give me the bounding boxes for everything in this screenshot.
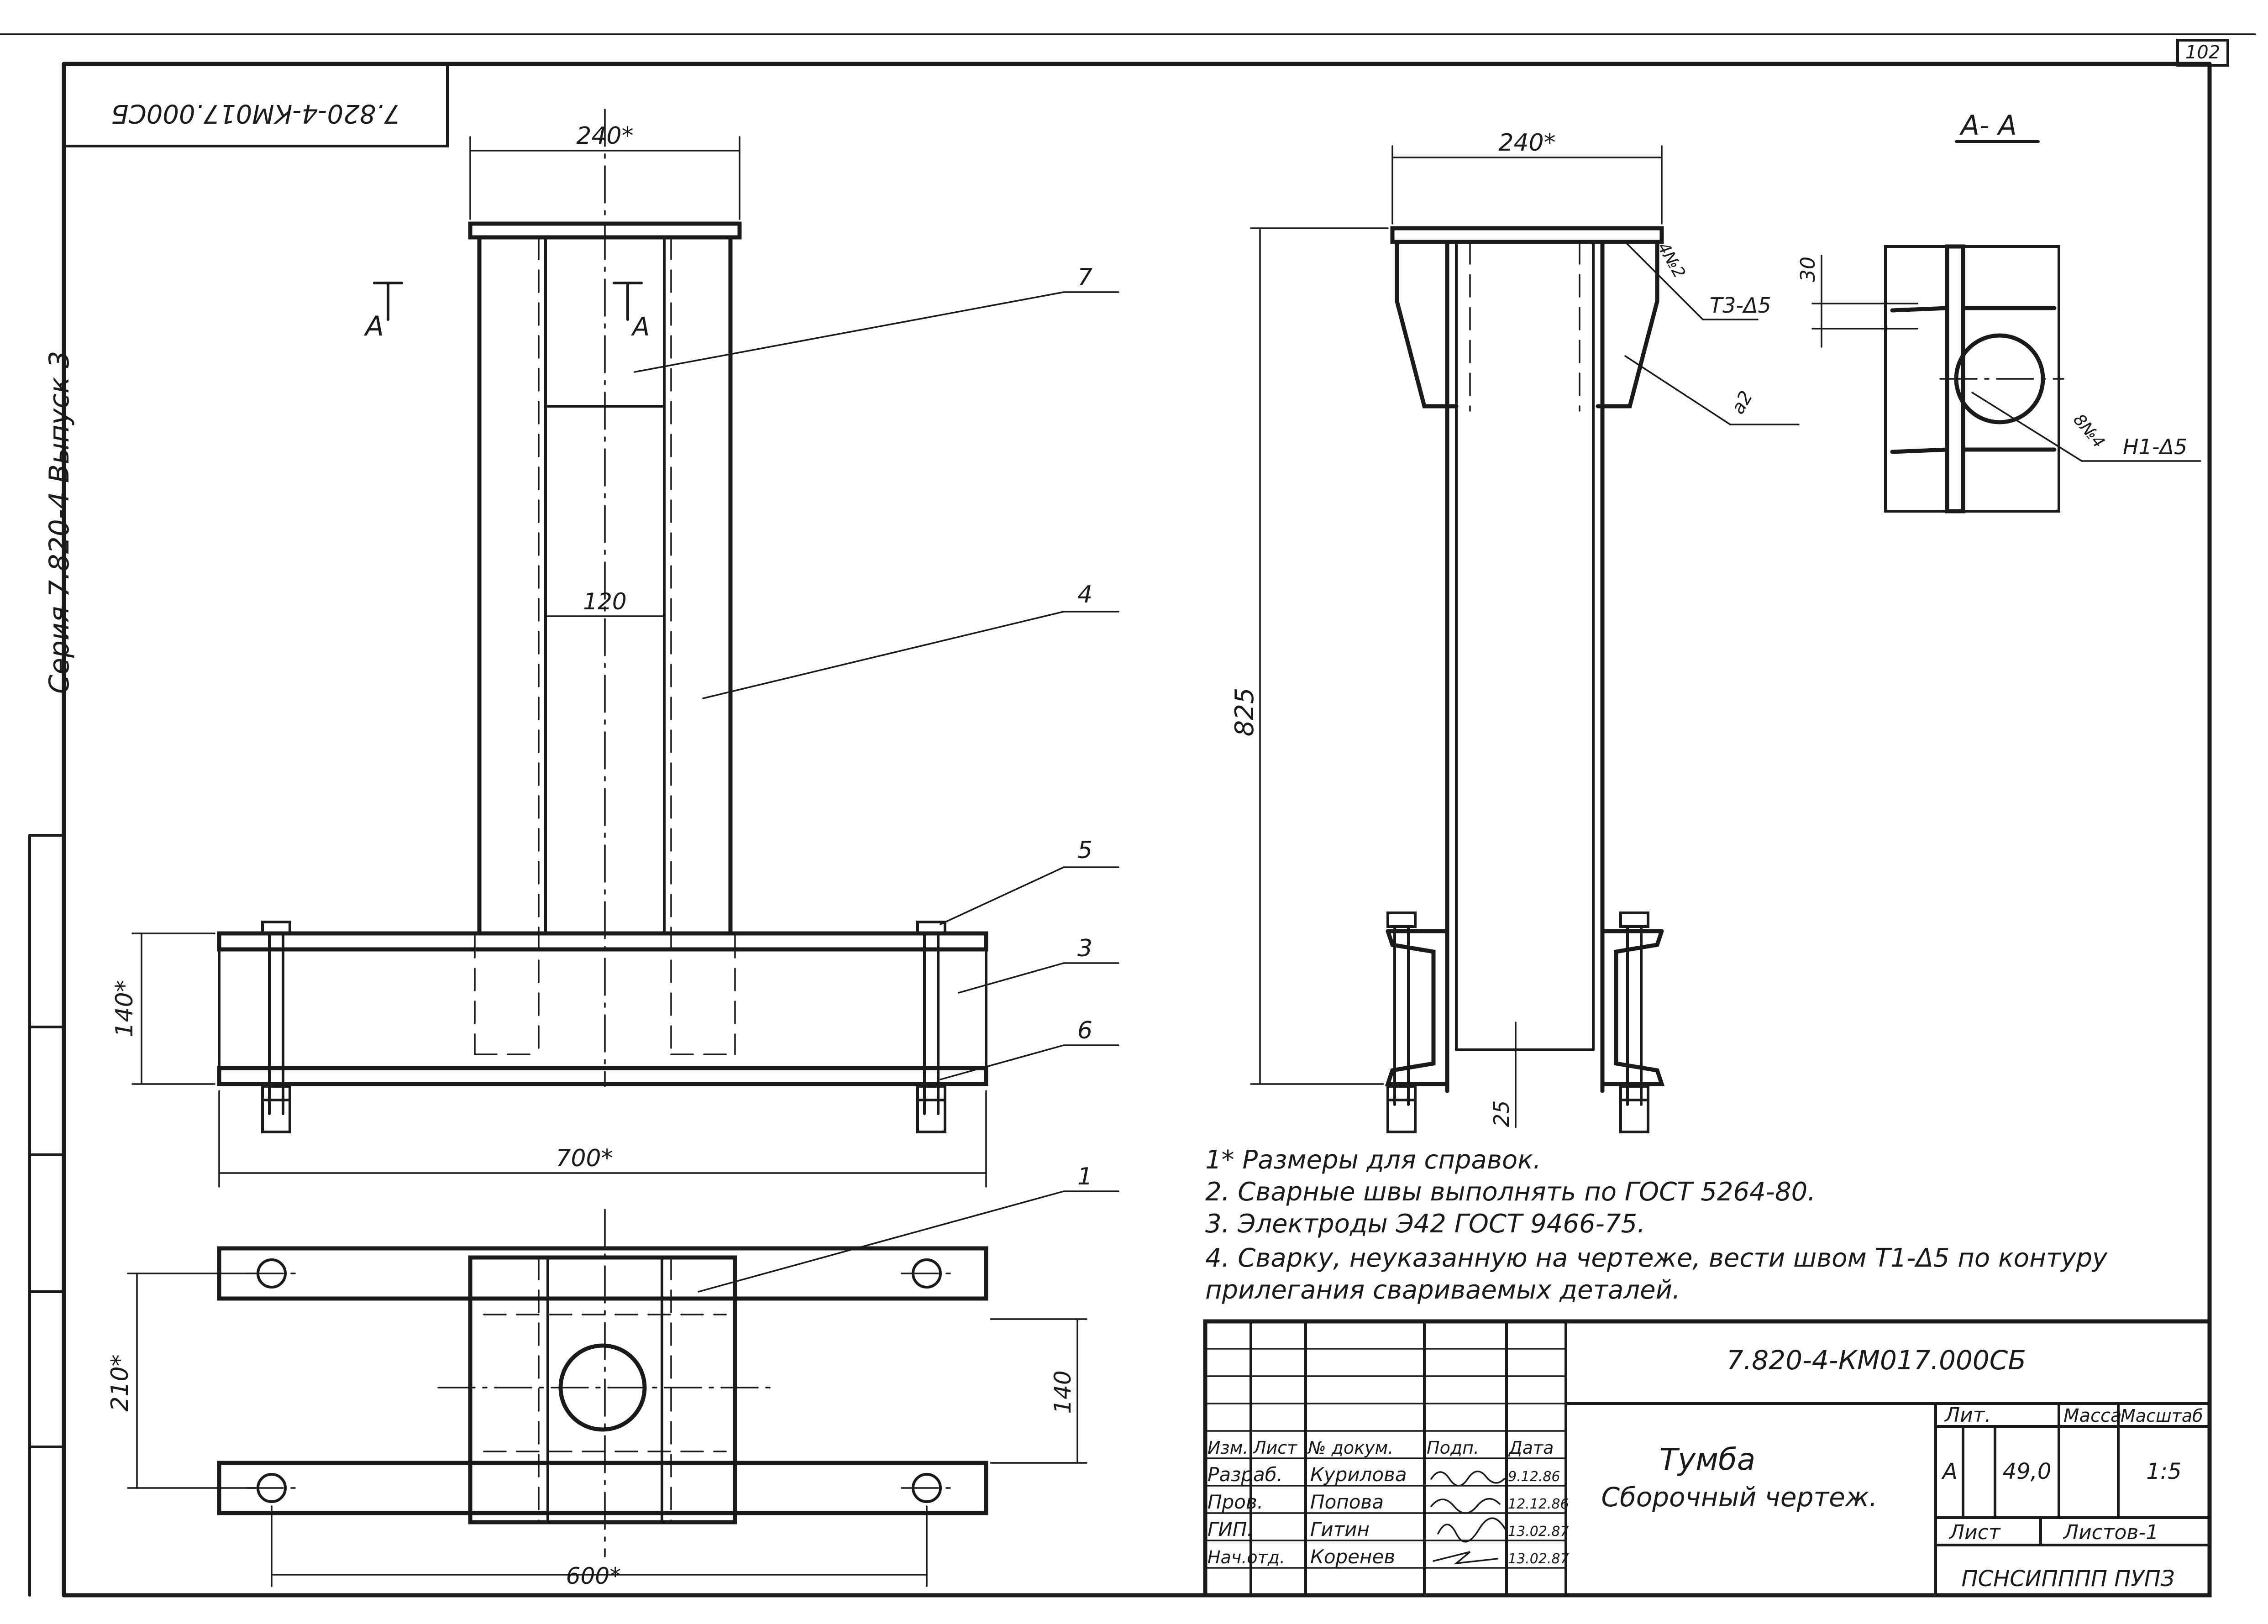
dim-plan-bolt-spacing: 140 <box>1050 1370 1076 1414</box>
svg-text:А: А <box>363 310 384 342</box>
tb-person-0: Курилова <box>1310 1463 1407 1486</box>
series-label: Серия 7.820-4 Выпуск 3 <box>43 351 75 694</box>
section-title: А- А <box>1959 110 2017 141</box>
weld-label-n1: Н1-Δ5 <box>2123 435 2187 459</box>
tb-subname: Сборочный чертеж. <box>1601 1482 1877 1513</box>
dim-total-height: 825 <box>1230 688 1260 737</box>
dim-plan-bolt-length: 600* <box>566 1563 621 1589</box>
tb-scale-label: Масштаб <box>2121 1406 2203 1426</box>
signatures <box>1430 1471 1507 1565</box>
tb-scale-value: 1:5 <box>2146 1459 2181 1484</box>
dim-base-length: 700* <box>556 1145 613 1172</box>
tb-date-1: 12.12.86 <box>1508 1496 1569 1512</box>
anchor-bolt-left <box>261 921 291 1133</box>
section-a-a: А- А 30 Н1-Δ5 8№4 <box>1796 110 2201 513</box>
note-1: 1* Размеры для справок. <box>1205 1145 1541 1175</box>
tb-col-sign: Подп. <box>1427 1438 1479 1458</box>
tb-lit-value: А <box>1941 1459 1958 1484</box>
callout-1: 1 <box>1077 1163 1092 1190</box>
callout-5: 7 <box>1077 264 1092 291</box>
tb-col-izm: Изм. <box>1208 1438 1248 1458</box>
callout-7: 6 <box>1077 1017 1092 1044</box>
callout-3: 3 <box>1077 935 1092 962</box>
dim-plan-width: 210* <box>106 1354 134 1411</box>
dim-gap: 25 <box>1489 1100 1514 1127</box>
title-block: Изм. Лист № докум. Подп. Дата Разраб. Пр… <box>1203 1319 2212 1598</box>
callout-6: 5 <box>1077 837 1092 864</box>
callout-4: 4 <box>1077 581 1092 608</box>
section-mark: А А <box>363 282 650 342</box>
tb-date-3: 13.02.87 <box>1508 1551 1569 1567</box>
dim-top-width: 240* <box>576 122 633 150</box>
tb-sheets-label: Листов-1 <box>2063 1521 2158 1544</box>
tb-doc-code: 7.820-4-КМ017.000СБ <box>1727 1345 2026 1376</box>
notes: 1* Размеры для справок. 2. Сварные швы в… <box>1205 1145 2108 1305</box>
tb-person-1: Попова <box>1310 1491 1384 1513</box>
tb-person-3: Коренев <box>1310 1545 1395 1568</box>
tb-col-date: Дата <box>1508 1438 1554 1458</box>
dim-inner-width: 120 <box>583 588 626 615</box>
tb-role-3: Нач.отд. <box>1208 1547 1285 1567</box>
weld-label-t3: Т3-Δ5 <box>1710 293 1771 318</box>
tb-bottom-code: ПСНСИПППП ПУПЗ <box>1962 1566 2175 1592</box>
note-3: 3. Электроды Э42 ГОСТ 9466-75. <box>1205 1209 1645 1239</box>
side-view: 240* 825 25 Т3-Δ5 4№2 а2 <box>1230 129 1800 1133</box>
tb-lit-label: Лит. <box>1944 1404 1991 1427</box>
note-4-cont: прилегания свариваемых деталей. <box>1205 1275 1680 1305</box>
tb-mass-label: Масса <box>2063 1405 2122 1426</box>
tb-date-0: 9.12.86 <box>1508 1469 1560 1485</box>
svg-text:А: А <box>631 312 650 342</box>
callouts: 7 4 5 3 6 1 <box>634 264 1119 1293</box>
margin-stamp: 7.820-4-КМ017.000СБ <box>111 99 400 128</box>
dim-base-height: 140* <box>111 980 138 1037</box>
anchor-bolt-right <box>916 921 946 1133</box>
plan-view: 210* 140 600* <box>106 1209 1087 1589</box>
tb-role-0: Разраб. <box>1208 1463 1283 1486</box>
note-2: 2. Сварные швы выполнять по ГОСТ 5264-80… <box>1205 1177 1816 1207</box>
weld-label-a2: а2 <box>1727 388 1757 418</box>
tb-sheet-label: Лист <box>1948 1521 2001 1544</box>
tb-role-1: Пров. <box>1208 1491 1263 1513</box>
tb-col-doc: № докум. <box>1307 1438 1393 1458</box>
note-4: 4. Сварку, неуказанную на чертеже, вести… <box>1205 1243 2108 1273</box>
tb-name: Тумба <box>1659 1442 1755 1477</box>
sheet-number: 102 <box>2185 42 2220 63</box>
tb-person-2: Гитин <box>1310 1518 1370 1540</box>
front-view: 240* 120 140* 700* А А <box>111 109 988 1188</box>
tb-date-2: 13.02.87 <box>1508 1524 1569 1540</box>
dim-side-width: 240* <box>1498 129 1555 157</box>
dim-section-offset: 30 <box>1796 257 1820 282</box>
weld-label-8n4: 8№4 <box>2069 410 2108 451</box>
sheet-frame: 102 7.820-4-КМ017.000СБ Серия 7.820-4 Вы… <box>0 33 2256 1598</box>
tb-mass-value: 49,0 <box>2003 1459 2052 1484</box>
tb-col-list: Лист <box>1252 1438 1298 1458</box>
tb-role-2: ГИП. <box>1208 1518 1253 1540</box>
